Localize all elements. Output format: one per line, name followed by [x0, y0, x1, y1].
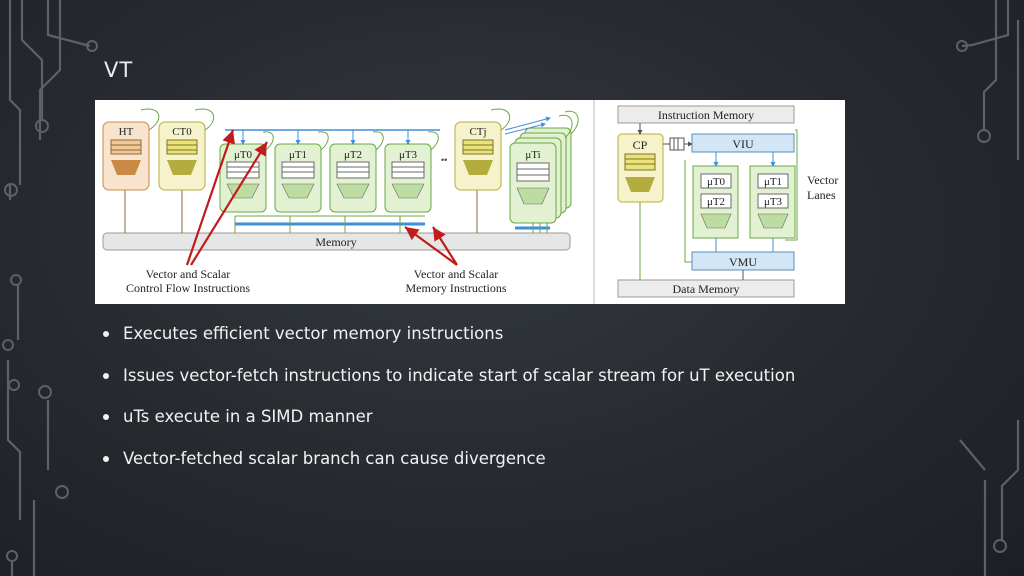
- bullet-item: uTs execute in a SIMD manner: [103, 405, 795, 447]
- cp-label: CP: [633, 138, 648, 152]
- bullet-dot-icon: [103, 455, 109, 462]
- bullet-list: Executes efficient vector memory instruc…: [103, 322, 795, 488]
- ut0-label: μT0: [234, 149, 253, 161]
- bullet-item: Vector-fetched scalar branch can cause d…: [103, 447, 795, 489]
- ctj-label: CTj: [469, 126, 486, 138]
- vector-lanes-label-line2: Lanes: [807, 188, 836, 202]
- instruction-memory-label: Instruction Memory: [658, 108, 754, 122]
- ct0-label: CT0: [172, 126, 192, 138]
- annotation-control-line2: Control Flow Instructions: [126, 281, 250, 295]
- ht-label: HT: [119, 126, 134, 138]
- viu-box: [691, 133, 795, 153]
- cp-box: CP: [617, 133, 664, 203]
- lane-ut1-label: μT1: [764, 176, 782, 188]
- ellipsis: ••: [441, 155, 447, 165]
- memory-bar: [102, 232, 571, 251]
- ctj-thread-box: CTj: [454, 108, 511, 191]
- bullet-dot-icon: [103, 331, 109, 337]
- data-memory-label: Data Memory: [673, 282, 740, 296]
- bullet-item: Issues vector-fetch instructions to indi…: [103, 364, 795, 406]
- vector-lanes-label-line1: Vector: [807, 173, 838, 187]
- bullet-dot-icon: [103, 414, 109, 420]
- ht-thread-box: HT: [102, 108, 160, 191]
- bullet-text: Issues vector-fetch instructions to indi…: [123, 365, 796, 385]
- ut2-box: μT2: [329, 143, 377, 213]
- viu-label: VIU: [732, 137, 754, 151]
- bullet-text: uTs execute in a SIMD manner: [123, 407, 373, 426]
- lane-ut2-label: μT2: [707, 196, 725, 208]
- ut3-label: μT3: [399, 149, 418, 161]
- data-memory-bar: [617, 279, 795, 298]
- slide-title: VT: [104, 58, 134, 82]
- memory-label: Memory: [315, 235, 356, 249]
- vector-lane-1: μT1 μT3: [749, 165, 796, 239]
- bullet-dot-icon: [103, 372, 109, 379]
- architecture-figure: Memory HT: [95, 100, 845, 304]
- bullet-item: Executes efficient vector memory instruc…: [103, 322, 795, 364]
- ut3-box: μT3: [384, 143, 432, 213]
- annotation-control-line1: Vector and Scalar: [146, 267, 231, 281]
- lane-ut0-label: μT0: [707, 176, 726, 188]
- ct0-thread-box: CT0: [158, 108, 215, 191]
- uti-stack: μTi: [509, 110, 579, 224]
- uti-label: μTi: [525, 149, 540, 161]
- ut1-label: μT1: [289, 149, 307, 161]
- instruction-memory-bar: [617, 105, 795, 124]
- ut1-box: μT1: [274, 143, 322, 213]
- annotation-memory-line1: Vector and Scalar: [414, 267, 499, 281]
- bullet-text: Executes efficient vector memory instruc…: [123, 324, 504, 343]
- vector-lane-0: μT0 μT2: [692, 165, 739, 239]
- lane-ut3-label: μT3: [764, 196, 783, 208]
- annotation-memory-line2: Memory Instructions: [406, 281, 507, 295]
- vt-architecture-diagram: Memory HT: [102, 100, 838, 304]
- bullet-text: Vector-fetched scalar branch can cause d…: [123, 448, 546, 468]
- ut2-label: μT2: [344, 149, 362, 161]
- vmu-label: VMU: [729, 255, 757, 269]
